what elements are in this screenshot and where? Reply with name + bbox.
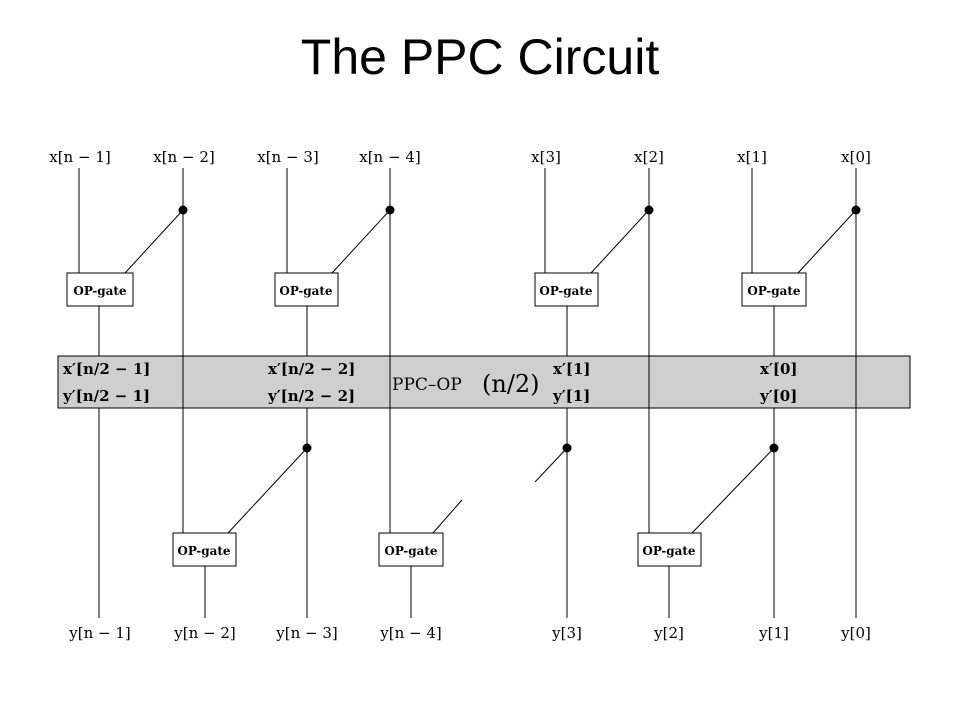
junction-dot xyxy=(385,205,395,215)
slide-title: The PPC Circuit xyxy=(300,29,660,85)
top-gates: OP-gate OP-gate OP-gate OP-gate xyxy=(66,272,807,307)
op-gate-label: OP-gate xyxy=(384,544,438,558)
op-gate-label: OP-gate xyxy=(642,544,696,558)
input-label: x[n − 3] xyxy=(257,148,318,166)
band-y-label: y′[0] xyxy=(759,387,797,405)
junction-dot xyxy=(851,205,861,215)
op-gate-box xyxy=(274,272,339,307)
junction-dot xyxy=(644,205,654,215)
input-label: x[n − 4] xyxy=(359,148,420,166)
band-y-label: y′[n/2 − 2] xyxy=(267,387,355,405)
output-labels: y[n − 1] y[n − 2] y[n − 3] y[n − 4] y[3]… xyxy=(68,624,871,642)
input-label: x[0] xyxy=(841,148,871,166)
op-gate-box xyxy=(637,532,702,567)
output-label: y[n − 4] xyxy=(379,624,442,642)
output-label: y[n − 3] xyxy=(275,624,338,642)
output-label: y[1] xyxy=(758,624,789,642)
band-y-label: y′[n/2 − 1] xyxy=(62,387,150,405)
output-label: y[3] xyxy=(551,624,582,642)
band-y-label: y′[1] xyxy=(552,387,590,405)
op-gate-box xyxy=(378,532,444,567)
input-label: x[3] xyxy=(531,148,561,166)
output-label: y[n − 1] xyxy=(68,624,131,642)
band-x-label: x′[n/2 − 2] xyxy=(268,360,355,378)
junction-dot xyxy=(769,443,779,453)
ppc-op-label: PPC–OP xyxy=(392,375,462,395)
input-labels: x[n − 1] x[n − 2] x[n − 3] x[n − 4] x[3]… xyxy=(49,148,871,166)
junction-dots xyxy=(178,205,861,453)
input-label: x[1] xyxy=(737,148,767,166)
band-labels: x′[n/2 − 1] x′[n/2 − 2] x′[1] x′[0] y′[n… xyxy=(62,360,798,405)
input-label: x[n − 2] xyxy=(153,148,214,166)
op-gate-label: OP-gate xyxy=(539,284,593,298)
op-gate-label: OP-gate xyxy=(747,284,801,298)
output-label: y[2] xyxy=(653,624,684,642)
op-gate-label: OP-gate xyxy=(279,284,333,298)
output-label: y[n − 2] xyxy=(173,624,236,642)
junction-dot xyxy=(302,443,312,453)
band-x-label: x′[1] xyxy=(553,360,591,378)
band-x-label: x′[0] xyxy=(760,360,798,378)
input-label: x[n − 1] xyxy=(49,148,110,166)
op-gate-box xyxy=(66,272,134,307)
junction-dot xyxy=(562,443,572,453)
wires xyxy=(78,168,857,618)
band-x-label: x′[n/2 − 1] xyxy=(63,360,150,378)
op-gate-box xyxy=(172,532,237,567)
op-gate-label: OP-gate xyxy=(177,544,231,558)
op-gate-box xyxy=(534,272,599,307)
junction-dot xyxy=(178,205,188,215)
output-label: y[0] xyxy=(840,624,871,642)
input-label: x[2] xyxy=(634,148,664,166)
bottom-gates: OP-gate OP-gate OP-gate xyxy=(172,532,702,567)
ppc-op-argument: (n/2) xyxy=(482,370,540,398)
op-gate-box xyxy=(741,272,807,307)
ppc-op-band xyxy=(57,355,911,409)
op-gate-label: OP-gate xyxy=(73,284,127,298)
